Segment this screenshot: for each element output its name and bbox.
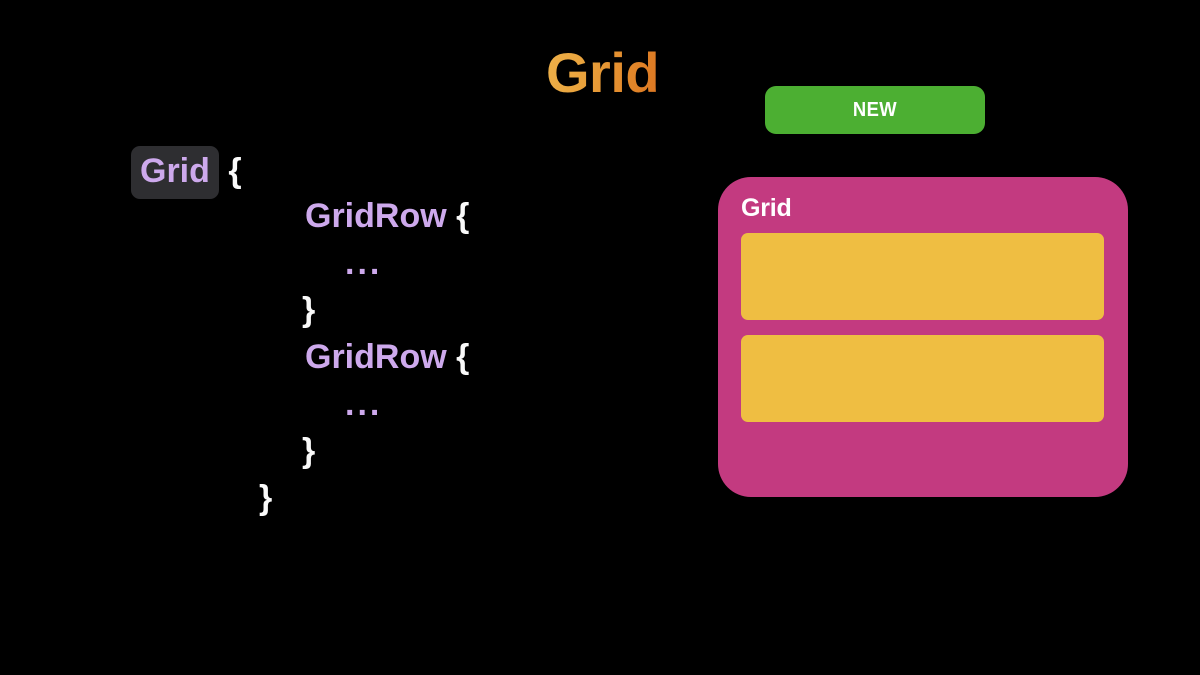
code-token-gridrow1-ellipsis: ... <box>345 244 383 282</box>
code-token-gridrow2-open-brace: { <box>456 338 470 376</box>
code-token-grid-open-brace <box>219 152 228 190</box>
code-line-grid-open: Grid { <box>0 146 620 199</box>
new-badge: NEW <box>765 86 985 134</box>
code-token-gridrow1-open-brace: { <box>456 197 470 235</box>
grid-diagram-row <box>741 335 1104 422</box>
code-space <box>447 338 456 376</box>
code-token-gridrow1-identifier: GridRow <box>305 197 447 235</box>
grid-diagram-container: Grid <box>718 177 1128 497</box>
grid-diagram-rows <box>741 233 1104 422</box>
code-token-grid-identifier: Grid <box>140 152 210 190</box>
code-line-grid-close: } <box>0 475 620 522</box>
code-line-gridrow1-body: ... <box>0 240 620 287</box>
code-line-gridrow2-open: GridRow { <box>0 334 620 381</box>
code-token-grid-highlight: Grid <box>131 146 219 199</box>
code-block: Grid { GridRow { ... } GridRow { ... } } <box>0 146 620 522</box>
code-token-gridrow2-identifier: GridRow <box>305 338 447 376</box>
code-token-grid-open-brace-glyph: { <box>228 152 242 190</box>
grid-diagram-label: Grid <box>741 194 792 222</box>
code-space <box>447 197 456 235</box>
code-line-gridrow1-close: } <box>0 287 620 334</box>
grid-diagram-row <box>741 233 1104 320</box>
code-token-gridrow2-ellipsis: ... <box>345 385 383 423</box>
code-token-grid-close-brace: } <box>259 479 273 517</box>
code-line-gridrow2-body: ... <box>0 381 620 428</box>
page-title: Grid <box>546 38 660 108</box>
code-line-gridrow2-close: } <box>0 428 620 475</box>
code-token-gridrow1-close-brace: } <box>302 291 316 329</box>
header: Grid NEW <box>0 38 1200 134</box>
new-badge-label: NEW <box>852 98 898 121</box>
code-token-gridrow2-close-brace: } <box>302 432 316 470</box>
code-line-gridrow1-open: GridRow { <box>0 193 620 240</box>
